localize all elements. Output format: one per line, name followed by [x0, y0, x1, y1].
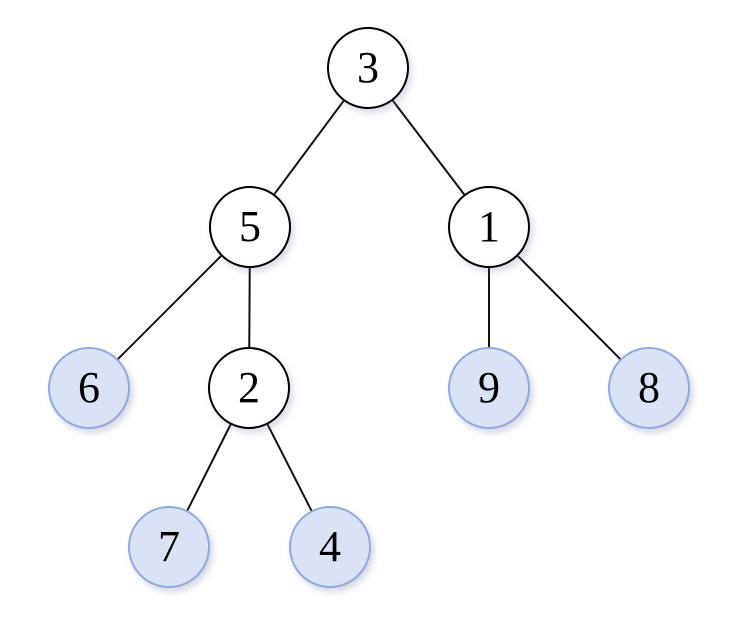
- tree-node-6[interactable]: 6: [48, 347, 130, 429]
- tree-node-4[interactable]: 4: [289, 506, 371, 588]
- tree-edge: [391, 99, 466, 196]
- tree-node-3[interactable]: 3: [327, 27, 409, 109]
- tree-node-9[interactable]: 9: [448, 347, 530, 429]
- tree-node-1[interactable]: 1: [448, 186, 530, 268]
- tree-node-label: 2: [238, 363, 260, 412]
- tree-node-2[interactable]: 2: [208, 347, 290, 429]
- tree-edge: [266, 423, 313, 512]
- tree-node-5[interactable]: 5: [209, 186, 291, 268]
- tree-node-7[interactable]: 7: [128, 506, 210, 588]
- tree-edge: [273, 99, 345, 196]
- tree-node-label: 7: [158, 522, 180, 571]
- tree-edge: [186, 423, 232, 512]
- tree-node-label: 3: [357, 43, 379, 92]
- tree-node-label: 5: [239, 202, 261, 251]
- tree-node-8[interactable]: 8: [608, 347, 690, 429]
- tree-node-label: 4: [319, 522, 341, 571]
- tree-edge: [116, 254, 223, 361]
- tree-node-label: 9: [478, 363, 500, 412]
- tree-edge: [516, 255, 622, 360]
- tree-node-label: 6: [78, 363, 100, 412]
- tree-node-label: 1: [478, 202, 500, 251]
- tree-node-label: 8: [638, 363, 660, 412]
